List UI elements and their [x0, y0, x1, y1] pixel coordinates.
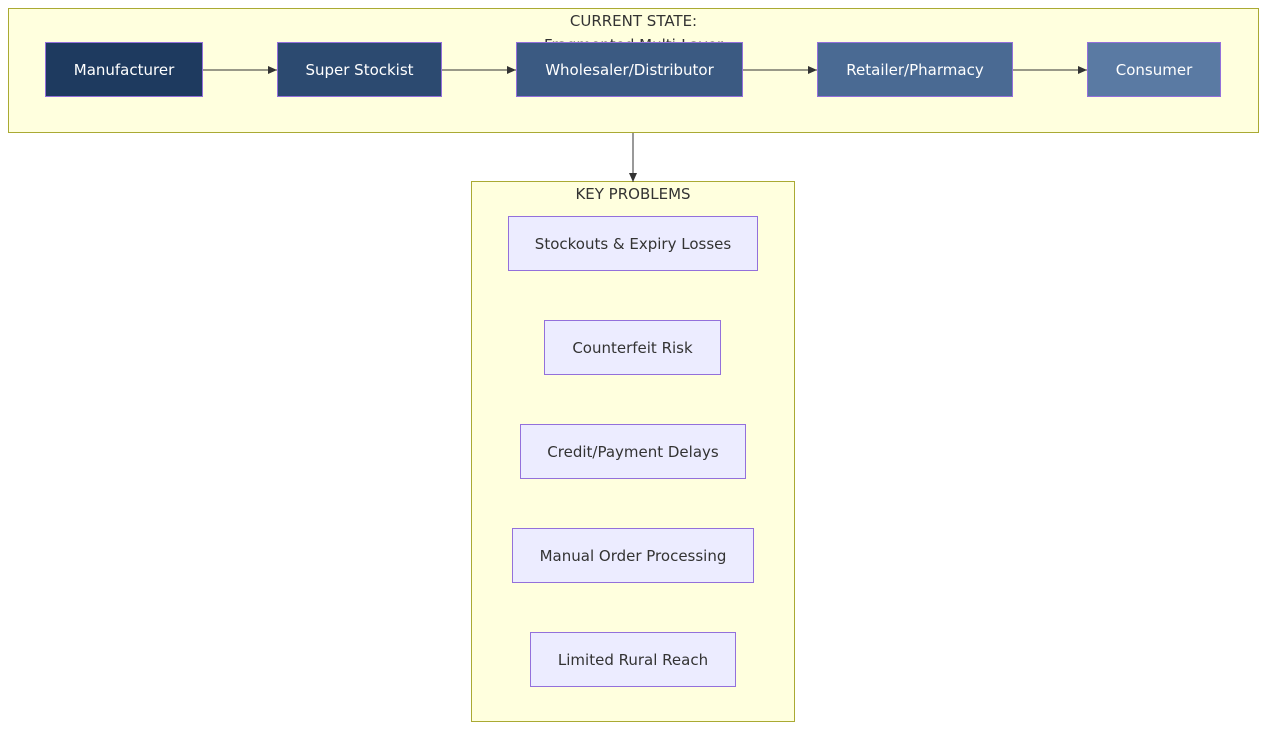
cluster-title-key-problems: KEY PROBLEMS: [575, 185, 691, 203]
node-super-stockist: Super Stockist: [277, 42, 442, 97]
node-retailer-pharmacy: Retailer/Pharmacy: [817, 42, 1013, 97]
problem-stockouts-expiry: Stockouts & Expiry Losses: [508, 216, 758, 271]
node-consumer: Consumer: [1087, 42, 1221, 97]
problem-credit-payment-delays: Credit/Payment Delays: [520, 424, 746, 479]
problem-counterfeit-risk: Counterfeit Risk: [544, 320, 721, 375]
problem-manual-order-processing: Manual Order Processing: [512, 528, 754, 583]
problem-limited-rural-reach: Limited Rural Reach: [530, 632, 736, 687]
cluster-title-current-state: CURRENT STATE:: [569, 12, 698, 30]
node-manufacturer: Manufacturer: [45, 42, 203, 97]
node-wholesaler-distributor: Wholesaler/Distributor: [516, 42, 743, 97]
